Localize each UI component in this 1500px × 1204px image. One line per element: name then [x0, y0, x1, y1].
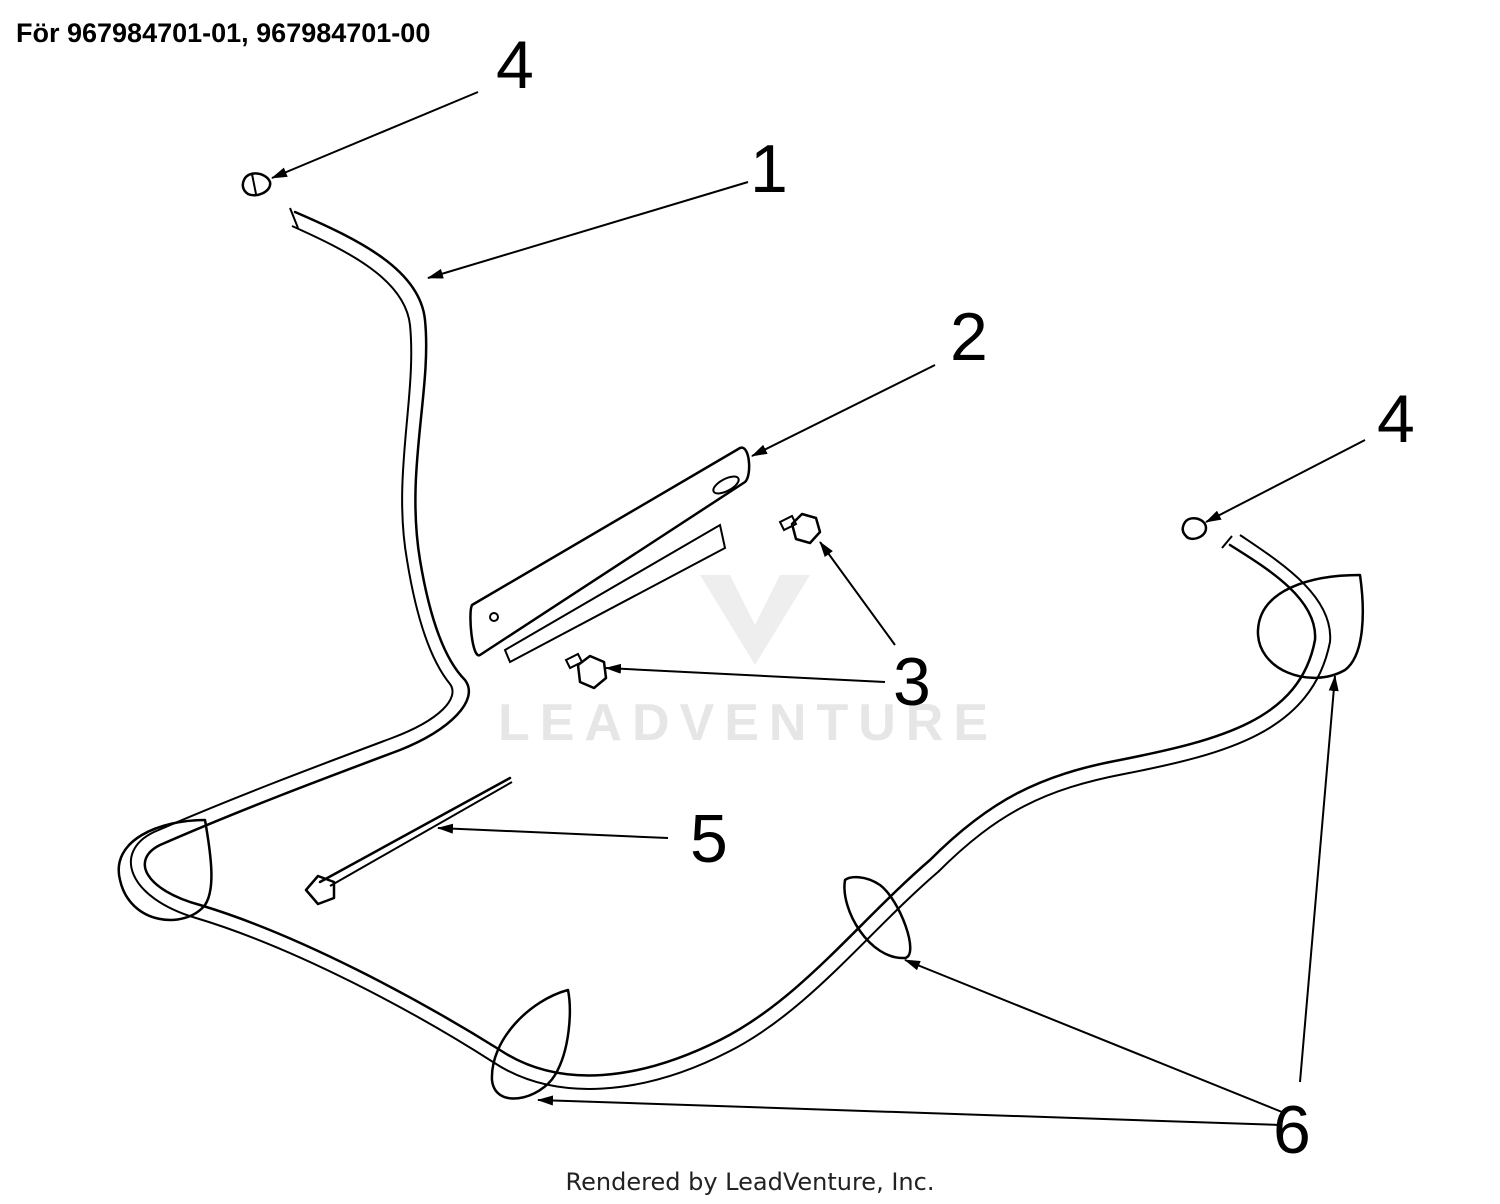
cable-tie-part-6-middle — [843, 875, 912, 960]
watermark-logo — [700, 575, 810, 665]
bracket-part-2 — [469, 446, 751, 664]
leader-lines — [271, 91, 1366, 1126]
cable-part-1 — [129, 207, 1332, 1090]
cable-tie-part-5 — [304, 776, 513, 906]
clamp-part-4-right — [1181, 516, 1208, 540]
callout-3: 3 — [893, 644, 931, 720]
callout-1: 1 — [750, 131, 788, 207]
callout-5: 5 — [690, 801, 728, 877]
clamp-part-4-top — [241, 172, 272, 197]
watermark-text: LEADVENTURE — [498, 694, 998, 752]
footer-credit: Rendered by LeadVenture, Inc. — [565, 1168, 935, 1196]
callout-4-top: 4 — [496, 27, 534, 103]
watermark: LEADVENTURE — [498, 575, 998, 752]
callout-6: 6 — [1273, 1092, 1311, 1168]
bolt-part-3-upper — [778, 512, 822, 545]
cable-tie-part-6-right — [1256, 573, 1364, 680]
diagram-title: För 967984701-01, 967984701-00 — [16, 18, 431, 48]
callout-4-right: 4 — [1377, 381, 1415, 457]
bolt-part-3-lower — [564, 652, 608, 690]
callout-2: 2 — [950, 299, 988, 375]
cable-tie-part-6-bottom — [490, 988, 572, 1100]
cable-tie-part-6-left — [117, 818, 213, 922]
